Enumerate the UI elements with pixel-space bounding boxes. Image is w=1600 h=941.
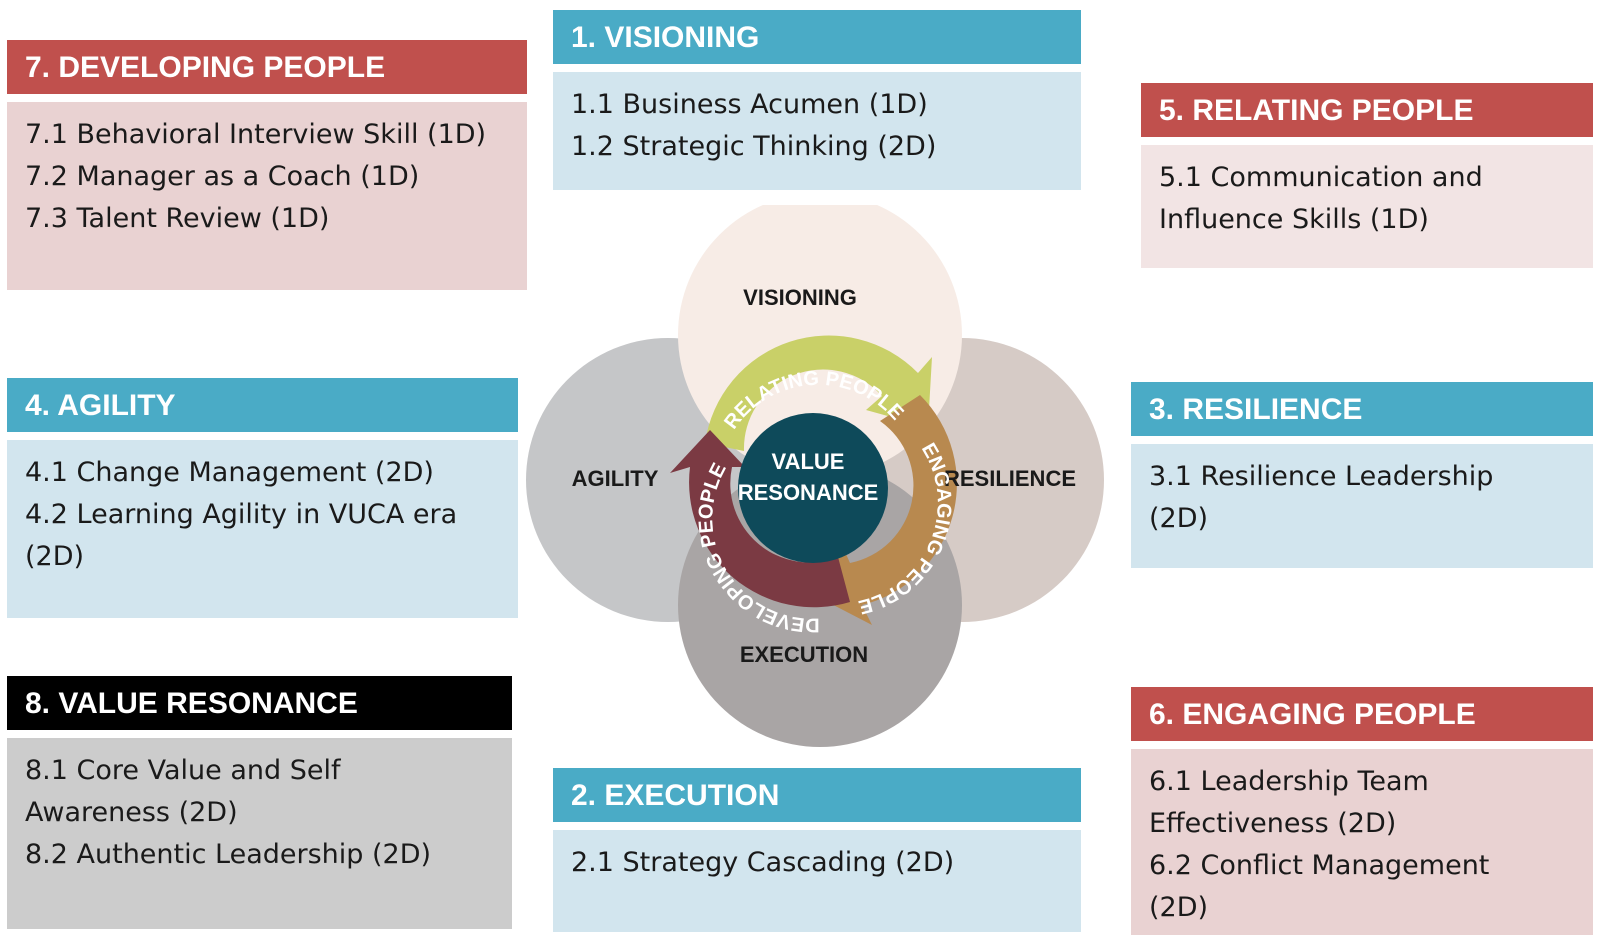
- card-body: 1.1 Business Acumen (1D) 1.2 Strategic T…: [553, 72, 1081, 190]
- list-item: 6.1 Leadership Team Effectiveness (2D): [1149, 766, 1429, 839]
- card-body: 2.1 Strategy Cascading (2D): [553, 830, 1081, 932]
- list-item: 1.1 Business Acumen (1D): [571, 89, 928, 120]
- card-title: 3. RESILIENCE: [1131, 382, 1593, 436]
- leadership-model-diagram: VISIONING AGILITY RESILIENCE EXECUTION V…: [526, 205, 1104, 747]
- list-item: 5.1 Communication and Influence Skills (…: [1159, 162, 1483, 235]
- list-item: 7.3 Talent Review (1D): [25, 203, 330, 234]
- card-resilience: 3. RESILIENCE 3.1 Resilience Leadership …: [1131, 382, 1593, 568]
- card-visioning: 1. VISIONING 1.1 Business Acumen (1D) 1.…: [553, 10, 1081, 190]
- label-execution: EXECUTION: [740, 642, 868, 667]
- card-title: 5. RELATING PEOPLE: [1141, 83, 1593, 137]
- card-body: 8.1 Core Value and Self Awareness (2D) 8…: [7, 738, 512, 929]
- list-item: 7.2 Manager as a Coach (1D): [25, 161, 420, 192]
- card-body: 3.1 Resilience Leadership (2D): [1131, 444, 1593, 568]
- card-title: 7. DEVELOPING PEOPLE: [7, 40, 527, 94]
- list-item: 1.2 Strategic Thinking (2D): [571, 131, 937, 162]
- center-label-line1: VALUE: [772, 449, 845, 474]
- center-label-line2: RESONANCE: [738, 480, 879, 505]
- list-item: 7.1 Behavioral Interview Skill (1D): [25, 119, 487, 150]
- label-resilience: RESILIENCE: [944, 466, 1076, 491]
- label-visioning: VISIONING: [743, 285, 857, 310]
- card-title: 2. EXECUTION: [553, 768, 1081, 822]
- card-execution: 2. EXECUTION 2.1 Strategy Cascading (2D): [553, 768, 1081, 932]
- list-item: 8.1 Core Value and Self Awareness (2D): [25, 755, 341, 828]
- card-relating-people: 5. RELATING PEOPLE 5.1 Communication and…: [1141, 83, 1593, 268]
- card-agility: 4. AGILITY 4.1 Change Management (2D) 4.…: [7, 378, 518, 618]
- arrow-relating-people: [705, 335, 932, 451]
- card-body: 6.1 Leadership Team Effectiveness (2D) 6…: [1131, 749, 1593, 935]
- list-item: 3.1 Resilience Leadership (2D): [1149, 461, 1494, 534]
- card-body: 5.1 Communication and Influence Skills (…: [1141, 145, 1593, 268]
- card-body: 7.1 Behavioral Interview Skill (1D) 7.2 …: [7, 102, 527, 290]
- card-developing-people: 7. DEVELOPING PEOPLE 7.1 Behavioral Inte…: [7, 40, 527, 290]
- list-item: 8.2 Authentic Leadership (2D): [25, 839, 432, 870]
- list-item: 4.2 Learning Agility in VUCA era (2D): [25, 499, 458, 572]
- arrow-engaging-people: [818, 395, 957, 625]
- card-title: 4. AGILITY: [7, 378, 518, 432]
- card-title: 8. VALUE RESONANCE: [7, 676, 512, 730]
- arrow-developing-people: [670, 430, 850, 608]
- list-item: 2.1 Strategy Cascading (2D): [571, 847, 955, 878]
- label-agility: AGILITY: [572, 466, 659, 491]
- card-engaging-people: 6. ENGAGING PEOPLE 6.1 Leadership Team E…: [1131, 687, 1593, 935]
- card-title: 6. ENGAGING PEOPLE: [1131, 687, 1593, 741]
- card-body: 4.1 Change Management (2D) 4.2 Learning …: [7, 440, 518, 618]
- card-value-resonance: 8. VALUE RESONANCE 8.1 Core Value and Se…: [7, 676, 512, 929]
- center-value-resonance: [738, 413, 888, 563]
- list-item: 4.1 Change Management (2D): [25, 457, 434, 488]
- list-item: 6.2 Conflict Management (2D): [1149, 850, 1490, 923]
- card-title: 1. VISIONING: [553, 10, 1081, 64]
